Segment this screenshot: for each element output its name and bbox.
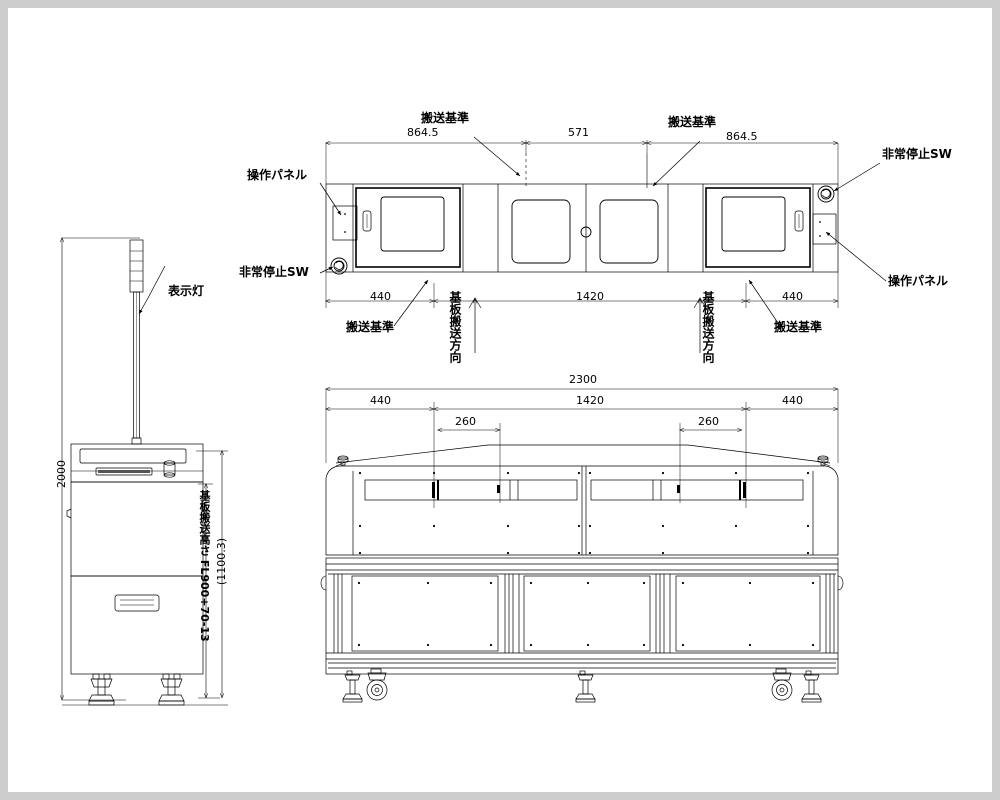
side-elevation-geometry (62, 238, 228, 706)
top-dim-1420: 1420 (576, 290, 604, 303)
label-transfer-direction-right: 基板搬送方向 (701, 291, 715, 363)
drawing-sheet: 864.5 571 864.5 搬送基準 搬送基準 操作パネル 非常停止SW 非… (8, 8, 992, 792)
front-elevation-geometry (320, 389, 844, 703)
label-emergency-stop-right: 非常停止SW (882, 147, 952, 161)
label-indicator-lamp: 表示灯 (168, 284, 205, 298)
caster-left (366, 668, 388, 701)
caster-right (771, 668, 793, 701)
front-foot-center (575, 670, 596, 703)
side-foot-left (88, 673, 115, 706)
side-dim-transfer-height: 基板搬送高さ FL900+70-13 (198, 490, 211, 642)
top-dim-864-5-right: 864.5 (726, 130, 758, 143)
label-transfer-datum-bottom-left: 搬送基準 (346, 320, 395, 334)
label-transfer-datum-top-left: 搬送基準 (421, 111, 470, 125)
front-dim-440-right: 440 (782, 394, 803, 407)
front-foot-group-left (342, 668, 388, 703)
top-plan-geometry (319, 136, 887, 353)
top-dim-440-left: 440 (370, 290, 391, 303)
label-transfer-datum-top-right: 搬送基準 (668, 115, 717, 129)
side-dim-2000: 2000 (55, 460, 68, 488)
drawing-svg (8, 136, 887, 706)
label-operation-panel-left: 操作パネル (247, 168, 308, 182)
front-dim-440-left: 440 (370, 394, 391, 407)
front-dim-260-right: 260 (698, 415, 719, 428)
top-dim-440-right: 440 (782, 290, 803, 303)
front-dim-260-left: 260 (455, 415, 476, 428)
front-dim-1420: 1420 (576, 394, 604, 407)
front-foot-group-right (771, 668, 822, 703)
side-foot-right (158, 673, 185, 706)
top-dim-571: 571 (568, 126, 589, 139)
front-dim-2300: 2300 (569, 373, 597, 386)
label-emergency-stop-left: 非常停止SW (239, 265, 309, 279)
label-operation-panel-right: 操作パネル (888, 274, 949, 288)
side-dim-transfer-height-ref: (1100.3) (215, 538, 228, 586)
top-dim-864-5-left: 864.5 (407, 126, 439, 139)
label-transfer-datum-bottom-right: 搬送基準 (774, 320, 823, 334)
label-transfer-direction-left: 基板搬送方向 (448, 291, 462, 363)
